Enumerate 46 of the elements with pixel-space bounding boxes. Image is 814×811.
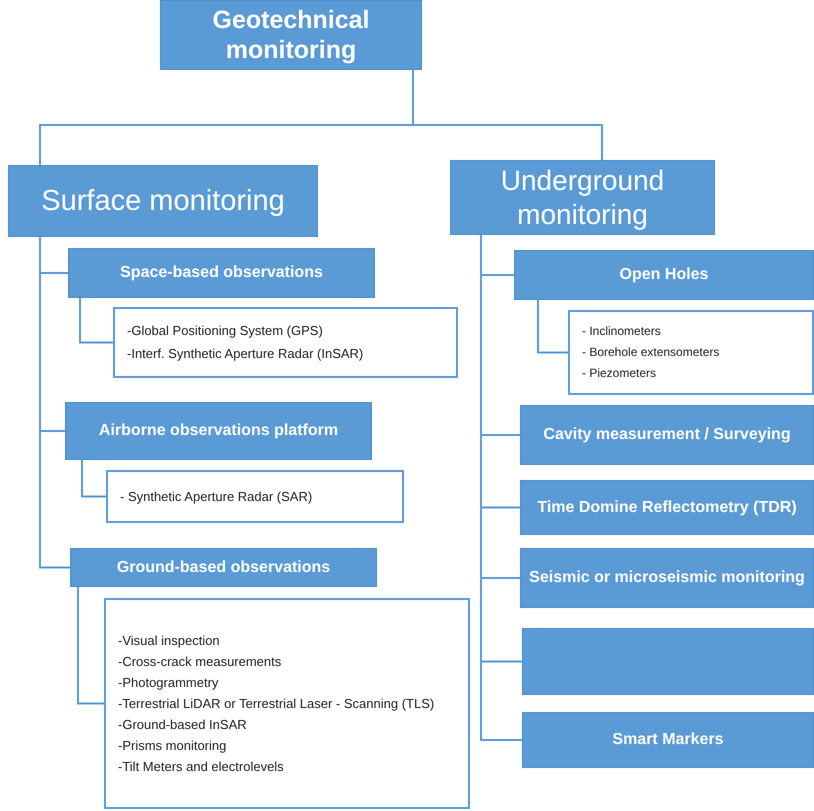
heading-text: Cavity measurement / Surveying bbox=[543, 425, 791, 445]
list-item: -Global Positioning System (GPS) bbox=[127, 322, 323, 340]
subcategory-box bbox=[70, 548, 377, 587]
list-item: - Piezometers bbox=[582, 365, 656, 382]
list-item: -Cross-crack measurements bbox=[118, 652, 282, 671]
list-item: -Prisms monitoring bbox=[118, 737, 226, 756]
connector-line bbox=[39, 237, 70, 568]
list-item: -Ground-based InSAR bbox=[118, 716, 247, 734]
subcategory-box bbox=[65, 402, 372, 460]
heading-text: Ground-based observations bbox=[116, 558, 330, 578]
heading-text: Underground monitoring bbox=[500, 164, 666, 232]
connector-line bbox=[77, 587, 104, 704]
list-item: - Inclinometers bbox=[582, 323, 661, 340]
subcategory-box bbox=[522, 628, 814, 695]
method-list-box bbox=[104, 598, 470, 809]
list-item: - Borehole extensometers bbox=[582, 344, 720, 361]
list-item: -Interf. Synthetic Aperture Radar (InSAR) bbox=[127, 344, 364, 363]
method-list-box bbox=[113, 307, 458, 378]
heading-text: Airborne observations platform bbox=[98, 421, 338, 441]
connector-line bbox=[537, 300, 568, 354]
subcategory-box bbox=[520, 480, 814, 535]
subcategory-box bbox=[520, 548, 814, 608]
list-item: - Synthetic Aperture Radar (SAR) bbox=[120, 488, 312, 506]
connector-line bbox=[79, 298, 113, 344]
list-item: -Photogrammetry bbox=[118, 674, 218, 692]
heading-text: Open Holes bbox=[620, 265, 708, 285]
connector-line bbox=[412, 70, 603, 160]
method-list-box bbox=[568, 310, 814, 395]
category-box bbox=[8, 165, 318, 237]
connector-line bbox=[81, 460, 106, 498]
title-box bbox=[160, 0, 422, 70]
heading-text: Geotechnical monitoring bbox=[212, 5, 370, 65]
list-item: -Terrestrial LiDAR or Terrestrial Laser - Scanning (TLS) bbox=[118, 694, 434, 713]
list-item: -Tilt Meters and electrolevels bbox=[118, 758, 284, 776]
heading-text: Surface monitoring bbox=[41, 184, 285, 218]
subcategory-box bbox=[522, 712, 814, 768]
category-box bbox=[450, 160, 715, 235]
method-list-box bbox=[106, 470, 404, 523]
subcategory-box bbox=[514, 250, 814, 300]
list-item: -Visual inspection bbox=[118, 632, 220, 650]
subcategory-box bbox=[68, 248, 375, 298]
heading-text: Time Domine Reflectometry (TDR) bbox=[537, 498, 797, 518]
heading-text: Smart Markers bbox=[612, 730, 724, 750]
heading-text: Space-based observations bbox=[120, 263, 323, 283]
heading-text: Seismic or microseismic monitoring bbox=[529, 568, 805, 588]
subcategory-box bbox=[520, 405, 814, 465]
